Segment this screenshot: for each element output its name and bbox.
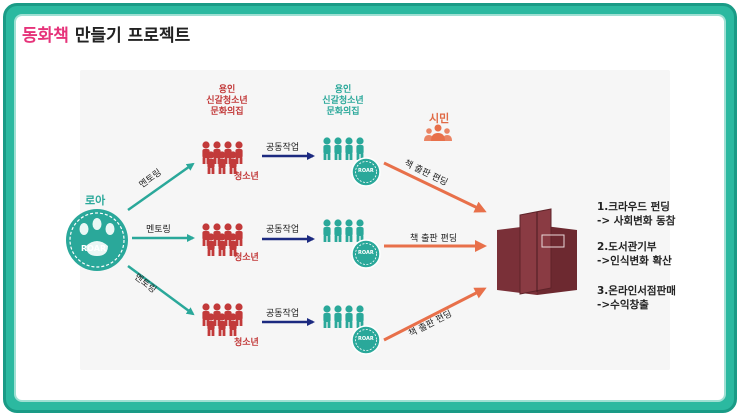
citizen-icon: [424, 124, 452, 141]
youth-caption-middle: 청소년: [234, 253, 259, 263]
publish-arrow-top: [383, 161, 487, 213]
roa-label: 로아: [85, 194, 106, 207]
team-group-icon-middle: [323, 219, 381, 269]
team-logo-text-middle: ROAR: [358, 250, 374, 256]
diagram-panel: [80, 70, 670, 370]
mentoring-label-middle: 멘토링: [146, 225, 171, 235]
page-title: 동화책 만들기 프로젝트: [22, 21, 190, 46]
outcome-2-title: 2.도서관기부: [597, 241, 657, 253]
youth-group-icon-bottom: [202, 303, 242, 336]
citizen-label: 시민: [429, 112, 450, 125]
cowork-label-middle: 공동작업: [266, 225, 300, 235]
youth-caption-bottom: 청소년: [234, 338, 259, 348]
team-logo-text-top: ROAR: [358, 168, 374, 174]
roar-logo-text: ROAR: [81, 244, 107, 253]
team-logo-text-bottom: ROAR: [358, 336, 374, 342]
youth-caption-top: 청소년: [234, 172, 259, 182]
roar-logo-icon: [66, 209, 128, 271]
team-group-icon-top: [323, 137, 381, 187]
cowork-label-bottom: 공동작업: [266, 309, 300, 319]
outcome-1-detail: -> 사회변화 동참: [597, 215, 676, 227]
title-accent: 동화책: [22, 26, 69, 46]
cowork-label-top: 공동작업: [266, 143, 300, 153]
outcome-3-title: 3.온라인서점판매: [597, 285, 676, 297]
book-icon: [497, 208, 577, 295]
team-group-icon-bottom: [323, 305, 381, 355]
youth-center-header: 용인 신갈청소년 문화의집: [206, 85, 248, 117]
outcome-2-detail: ->인식변화 확산: [597, 255, 672, 267]
outcome-3-detail: ->수익창출: [597, 299, 649, 311]
publish-arrow-bottom: [383, 287, 487, 342]
mentoring-arrow-bottom: [127, 264, 195, 316]
outcome-1-title: 1.크라우드 펀딩: [597, 201, 670, 213]
publish-label-middle: 책 출판 편딩: [410, 234, 458, 244]
title-rest: 만들기 프로젝트: [68, 26, 191, 46]
team-center-header: 용인 신갈청소년 문화의집: [322, 85, 364, 117]
mentoring-arrow-top: [127, 162, 195, 212]
